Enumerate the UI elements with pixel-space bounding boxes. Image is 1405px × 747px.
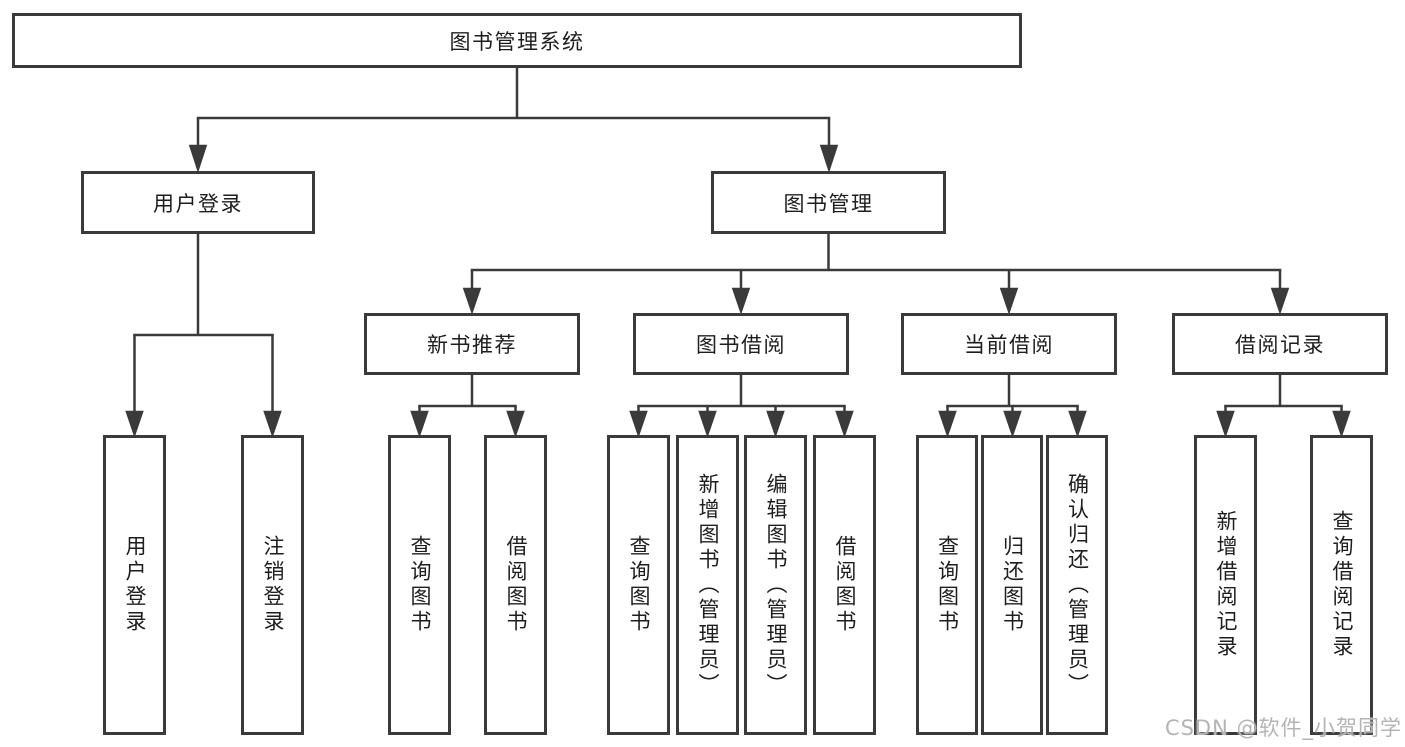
connector-current-borrowing-children xyxy=(938,373,1087,438)
connector-records-children xyxy=(1216,373,1351,438)
leaf-borrowing-edit-books-admin: 编辑图书（管理员） xyxy=(744,435,807,735)
leaf-current-return-books-label: 归还图书 xyxy=(1000,535,1025,635)
node-current-borrowing: 当前借阅 xyxy=(901,313,1117,375)
leaf-records-add-record-label: 新增借阅记录 xyxy=(1214,510,1238,660)
node-user-login-label: 用户登录 xyxy=(153,191,243,216)
leaf-borrowing-query-books-label: 查询图书 xyxy=(627,535,651,635)
connector-book-management-children xyxy=(462,232,1290,315)
node-user-login: 用户登录 xyxy=(81,171,315,234)
connector-user-login-children xyxy=(125,232,282,438)
leaf-user-login-label: 用户登录 xyxy=(123,535,147,635)
connector-root-to-level2 xyxy=(188,66,839,174)
leaf-records-query-record: 查询借阅记录 xyxy=(1310,435,1373,735)
node-borrowing-records-label: 借阅记录 xyxy=(1235,333,1325,357)
node-book-management-label: 图书管理 xyxy=(783,191,874,216)
leaf-borrowing-query-books: 查询图书 xyxy=(607,435,670,735)
node-current-borrowing-label: 当前借阅 xyxy=(964,333,1054,357)
leaf-borrowing-edit-books-admin-label: 编辑图书（管理员） xyxy=(764,472,788,698)
leaf-logout: 注销登录 xyxy=(241,435,304,735)
leaf-recommend-borrow-books-label: 借阅图书 xyxy=(504,535,528,635)
leaf-records-add-record: 新增借阅记录 xyxy=(1194,435,1257,735)
leaf-current-query-books-label: 查询图书 xyxy=(935,535,960,635)
leaf-recommend-borrow-books: 借阅图书 xyxy=(484,435,547,735)
leaf-current-query-books: 查询图书 xyxy=(916,435,978,735)
connector-recommend-children xyxy=(410,373,525,438)
leaf-logout-label: 注销登录 xyxy=(261,535,285,635)
node-new-book-recommend: 新书推荐 xyxy=(364,313,580,375)
connector-borrowing-children xyxy=(629,373,854,438)
node-borrowing-records: 借阅记录 xyxy=(1172,313,1388,375)
node-root-label: 图书管理系统 xyxy=(449,29,585,54)
leaf-current-confirm-return-admin: 确认归还（管理员） xyxy=(1046,435,1108,735)
leaf-recommend-query-books-label: 查询图书 xyxy=(408,535,432,635)
node-book-borrowing: 图书借阅 xyxy=(633,313,849,375)
leaf-current-confirm-return-admin-label: 确认归还（管理员） xyxy=(1065,472,1090,698)
leaf-borrowing-add-books-admin: 新增图书（管理员） xyxy=(676,435,739,735)
node-new-book-recommend-label: 新书推荐 xyxy=(427,333,517,357)
leaf-current-return-books: 归还图书 xyxy=(981,435,1043,735)
leaf-borrowing-borrow-books-label: 借阅图书 xyxy=(833,535,857,635)
leaf-recommend-query-books: 查询图书 xyxy=(388,435,451,735)
leaf-user-login: 用户登录 xyxy=(103,435,166,735)
node-book-management: 图书管理 xyxy=(711,171,946,234)
node-book-borrowing-label: 图书借阅 xyxy=(696,333,786,357)
node-root: 图书管理系统 xyxy=(12,13,1022,68)
leaf-records-query-record-label: 查询借阅记录 xyxy=(1330,510,1354,660)
watermark: CSDN @软件_小贺同学 xyxy=(1164,716,1402,740)
leaf-borrowing-borrow-books: 借阅图书 xyxy=(813,435,876,735)
leaf-borrowing-add-books-admin-label: 新增图书（管理员） xyxy=(696,472,720,698)
